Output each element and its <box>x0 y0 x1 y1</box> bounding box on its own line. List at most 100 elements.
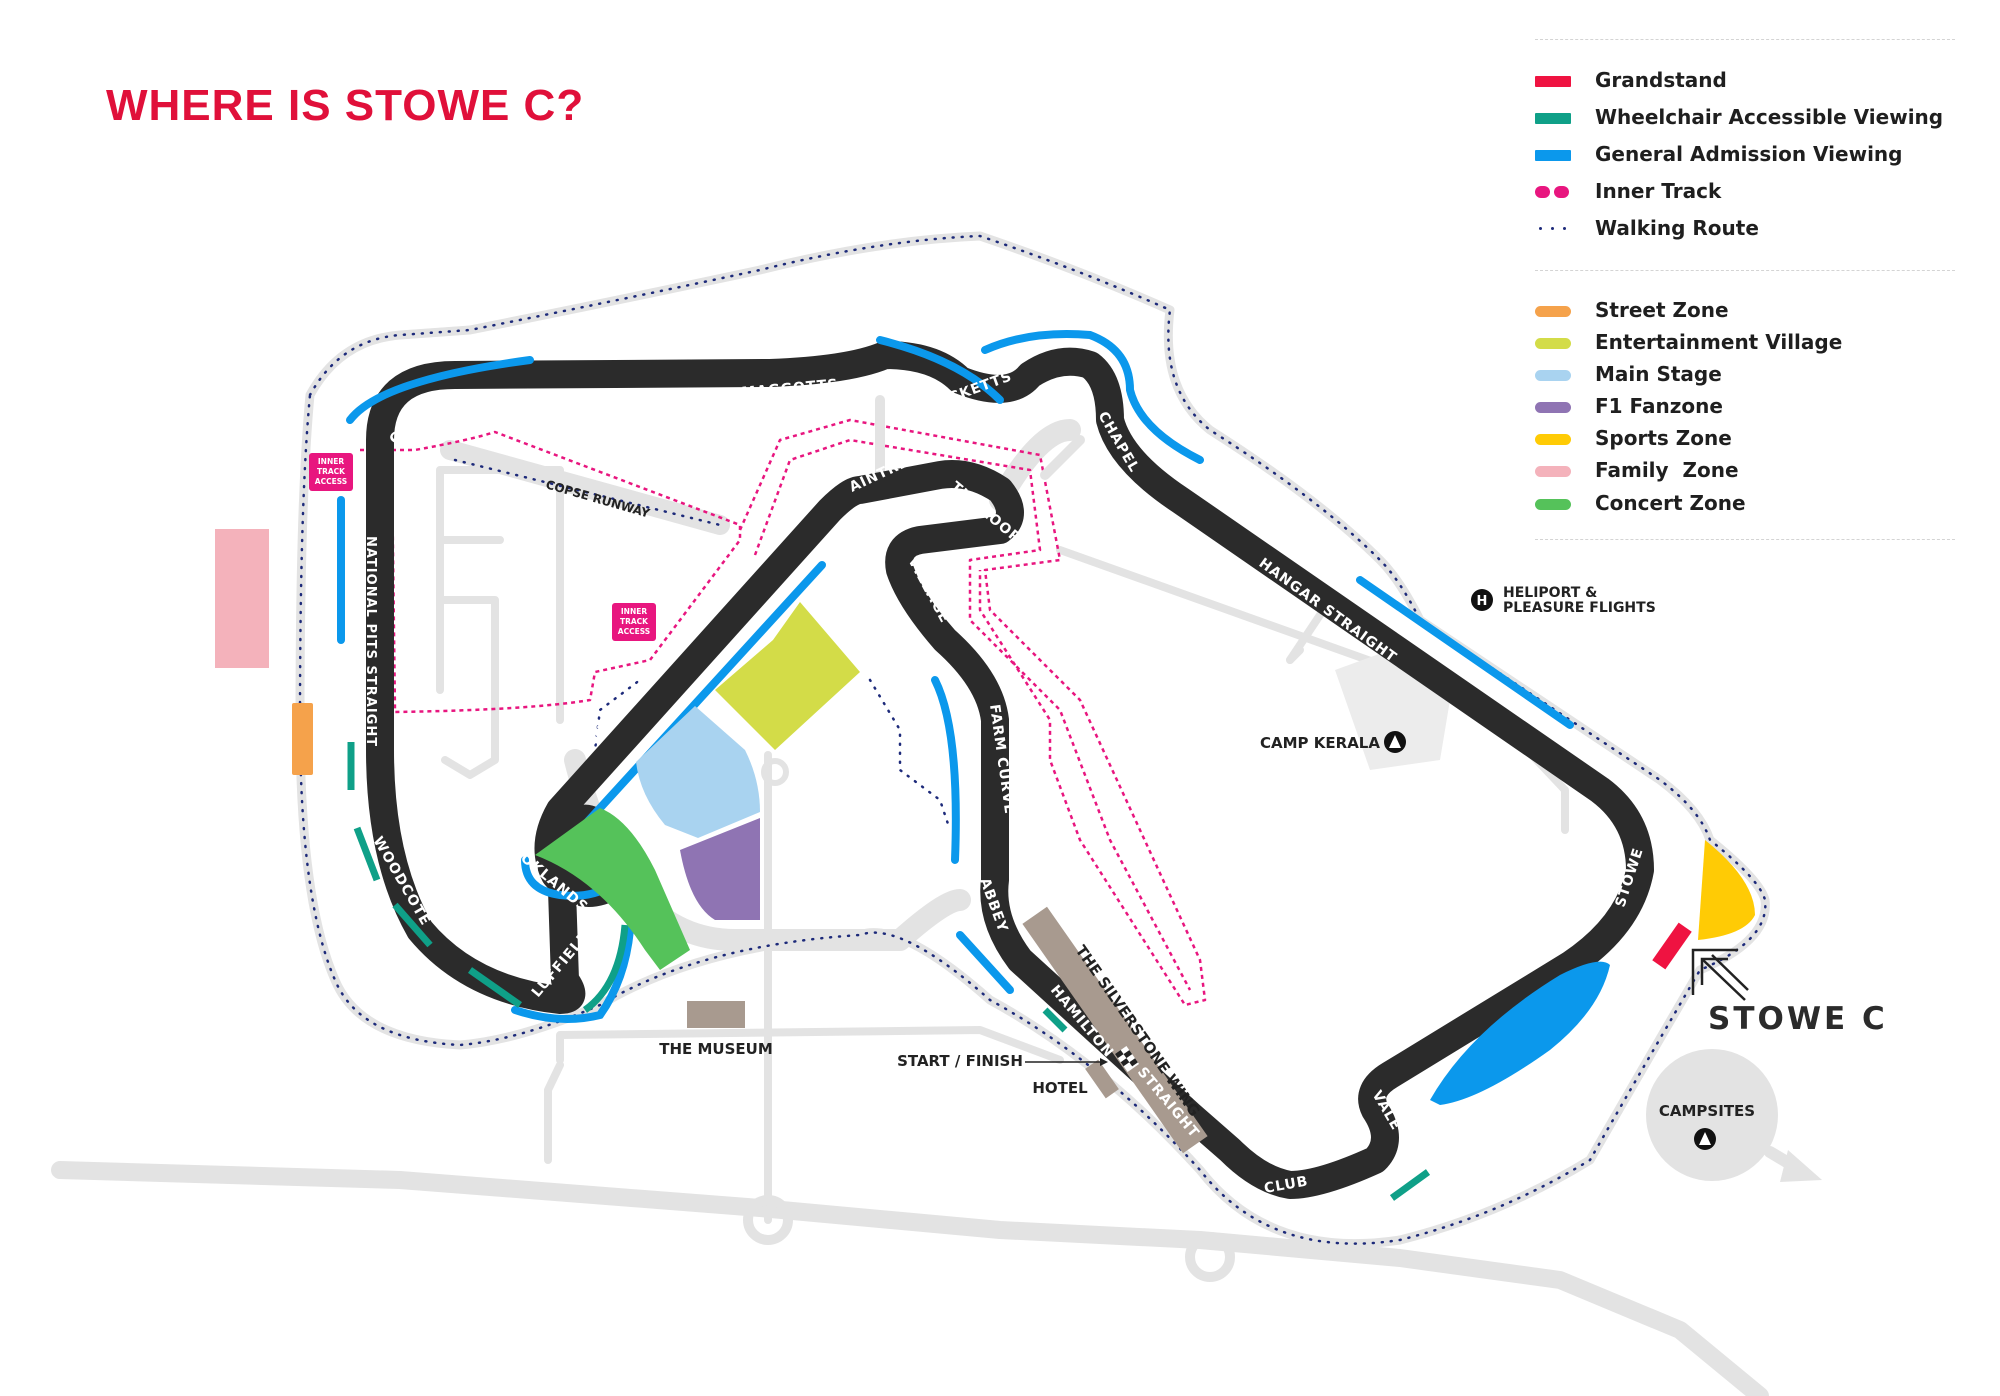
corner-label-club: CLUB <box>1263 1173 1310 1197</box>
sports-zone <box>1698 840 1755 940</box>
legend-swatch-wheelchair <box>1535 113 1571 124</box>
helipad-icon: H <box>1471 589 1493 611</box>
legend-label: General Admission Viewing <box>1595 142 1903 166</box>
legend-swatch-family-zone <box>1535 466 1571 477</box>
corner-label-national-pits-straight: NATIONAL PITS STRAIGHT <box>363 536 378 747</box>
inner-track-access-copse: INNER TRACK ACCESS <box>309 453 353 491</box>
legend-swatch-walking-route <box>1535 227 1571 231</box>
arrow-icon <box>1701 958 1746 1001</box>
legend-label: Main Stage <box>1595 362 1722 386</box>
zones <box>215 529 1755 1105</box>
checker <box>1114 1049 1124 1059</box>
legend-swatch-street-zone <box>1535 306 1571 317</box>
tent-icon-shape <box>1699 1132 1711 1145</box>
legend-divider <box>1535 539 1955 540</box>
copse-runway <box>440 440 730 535</box>
campsites-label: CAMPSITES <box>1659 1102 1755 1120</box>
grandstand-stowe <box>1652 922 1692 970</box>
the-museum-label: THE MUSEUM <box>659 1040 773 1058</box>
legend-swatch-entertainment-village <box>1535 338 1571 349</box>
checkered-flag-icon <box>1114 1045 1140 1073</box>
badge-line: ACCESS <box>618 627 650 636</box>
helipad-icon-circle <box>1471 589 1493 611</box>
stowe-c-label: STOWE C <box>1708 1001 1888 1037</box>
walking-dot <box>1551 227 1554 230</box>
legend-swatch-inner-track <box>1535 186 1571 198</box>
stowe-c-arrow-icon <box>1691 948 1749 1001</box>
ga-hangar <box>1356 576 1574 729</box>
ga-becketts <box>981 330 1204 464</box>
legend-swatch-concert-zone <box>1535 499 1571 510</box>
inner-track-dot <box>1535 186 1550 198</box>
ga-copse <box>346 356 534 424</box>
checker <box>1120 1058 1130 1067</box>
tent-icon <box>1694 1128 1716 1150</box>
legend-swatch-general-admission <box>1535 150 1571 161</box>
legend-label: Family Zone <box>1595 458 1739 482</box>
general-admission-area-stowe <box>1430 961 1610 1105</box>
buildings <box>687 906 1208 1154</box>
inner-track-dot <box>1554 186 1569 198</box>
wheelchair-viewing <box>347 742 1431 1201</box>
wc-woodcote-2 <box>392 902 433 948</box>
infield-road <box>1040 435 1085 480</box>
walking-dot <box>1563 227 1566 230</box>
legend-swatch-grandstand <box>1535 76 1571 87</box>
legend-label: Grandstand <box>1595 68 1727 92</box>
general-admission-viewing <box>337 330 1574 1023</box>
tent-icon-shape <box>1389 735 1401 748</box>
silverstone-wing-building <box>1022 906 1208 1154</box>
legend-label: Inner Track <box>1595 179 1722 203</box>
hotel-label: HOTEL <box>1032 1079 1088 1097</box>
ga-farm <box>931 676 960 864</box>
campsites-area <box>1646 1049 1778 1181</box>
legend-swatch-main-stage <box>1535 370 1571 381</box>
badge-line: TRACK <box>620 617 649 626</box>
main-stage <box>636 706 760 838</box>
start-finish-label: START / FINISH <box>897 1052 1023 1070</box>
arrow-icon <box>1711 954 1749 991</box>
perimeter-road <box>295 231 1770 1249</box>
road-museum <box>556 1026 1064 1064</box>
the-museum-building <box>687 1001 745 1028</box>
roundabout-small <box>761 758 789 786</box>
inner-track-access-paddock: INNER TRACK ACCESS <box>612 603 656 641</box>
legend-swatch-sports-zone <box>1535 434 1571 445</box>
arrow-icon <box>1780 1150 1822 1182</box>
page-title: WHERE IS STOWE C? <box>106 81 585 130</box>
road-paddock <box>436 466 564 779</box>
roundabout <box>1185 1232 1235 1282</box>
checker <box>1129 1058 1138 1067</box>
badge-line: INNER <box>318 457 344 466</box>
badge-line: INNER <box>621 607 647 616</box>
badge-line: TRACK <box>317 467 346 476</box>
legend-label: F1 Fanzone <box>1595 394 1723 418</box>
road-west-link <box>544 1061 564 1164</box>
legend-label: Wheelchair Accessible Viewing <box>1595 105 1944 129</box>
legend-swatch-f1-fanzone <box>1535 402 1571 413</box>
tent-icon <box>1384 731 1406 753</box>
legend-label: Street Zone <box>1595 298 1729 322</box>
legend-divider <box>1535 270 1955 271</box>
ga-luffield <box>511 926 634 1023</box>
corner-label-wellington-straight: WELLINGTON STRAIGHT <box>583 579 744 750</box>
arrow-icon <box>1691 948 1738 995</box>
legend-label: Walking Route <box>1595 216 1759 240</box>
f1-fanzone <box>680 818 760 920</box>
family-zone <box>215 529 269 668</box>
wc-woodcote-1 <box>353 826 381 882</box>
wc-hamilton <box>1042 1007 1068 1033</box>
badge-line: ACCESS <box>315 477 347 486</box>
inner-track-access-badge <box>309 453 353 491</box>
wc-woodcote-3 <box>467 967 523 1008</box>
ga-abbey <box>956 931 1014 994</box>
legend-label: Sports Zone <box>1595 426 1732 450</box>
wc-luffield <box>582 924 629 1013</box>
concert-zone <box>535 808 690 970</box>
heliport-label-line1: HELIPORT & <box>1503 585 1597 601</box>
legend-label: Concert Zone <box>1595 491 1746 515</box>
wc-vale <box>1389 1169 1431 1201</box>
inner-track-path <box>738 418 1207 1007</box>
inner-track-route <box>360 418 1207 1007</box>
